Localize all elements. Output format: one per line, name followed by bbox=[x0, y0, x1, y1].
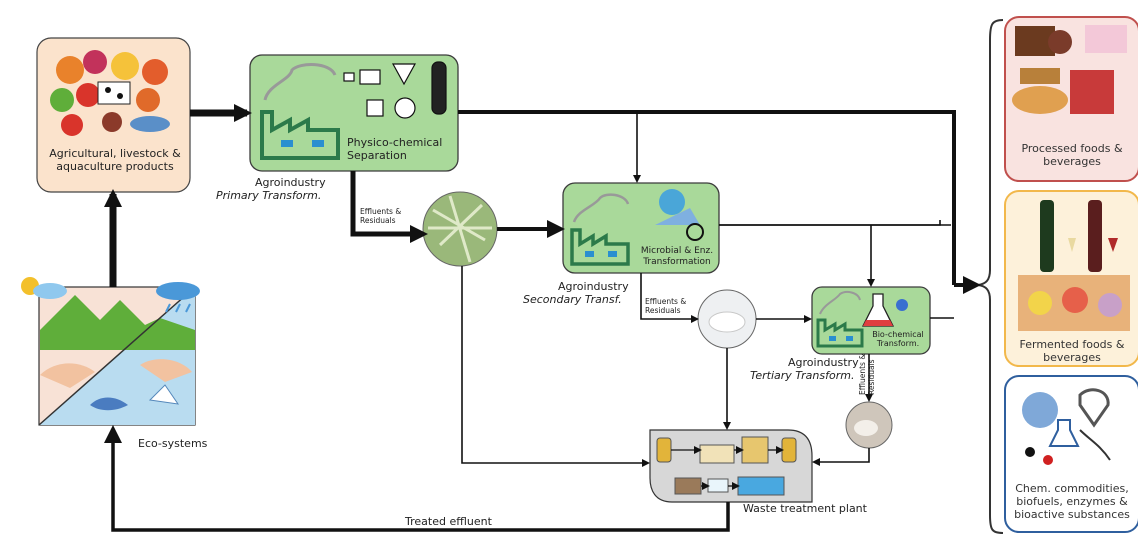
fermented-foods-label: Fermented foods & beverages bbox=[1019, 338, 1125, 364]
arrow-primary-residuals bbox=[350, 171, 428, 243]
flask-icon bbox=[861, 293, 908, 327]
treated-effluent-label: Treated effluent bbox=[405, 515, 492, 528]
agroindustry-secondary-sub: Secondary Transf. bbox=[523, 293, 622, 306]
effluents-label-3: Effluents & Residuals bbox=[858, 353, 876, 395]
agroindustry-primary-title: Agroindustry bbox=[255, 176, 326, 189]
biochemical-label: Bio-chemical Transform. bbox=[872, 330, 924, 348]
outputs-brace bbox=[977, 19, 1004, 534]
agroindustry-secondary-title: Agroindustry bbox=[558, 280, 629, 293]
rain-cloud-icon bbox=[156, 282, 200, 313]
sun-cloud-icon bbox=[21, 277, 67, 299]
arrow-secondary-residuals bbox=[640, 273, 699, 323]
waste-plant-panel bbox=[649, 429, 813, 503]
agroindustry-primary-sub: Primary Transform. bbox=[216, 189, 322, 202]
arrow-primary-to-output bbox=[458, 110, 956, 285]
separation-equipment-icon bbox=[343, 61, 447, 119]
factory-icon bbox=[260, 63, 340, 160]
arrow-treated-effluent bbox=[104, 425, 730, 532]
microbe-icon bbox=[655, 189, 704, 241]
ecosystems-tile bbox=[38, 286, 196, 426]
chem-commodities-label: Chem. commodities, biofuels, enzymes & b… bbox=[1014, 482, 1130, 521]
arrow-residuals3-to-plant bbox=[812, 448, 870, 466]
factory-icon-3 bbox=[816, 291, 864, 348]
effluents-label-2: Effluents & Residuals bbox=[645, 297, 687, 315]
factory-icon-2 bbox=[570, 193, 630, 266]
chemistry-icon bbox=[1022, 388, 1111, 465]
effluents-label-1: Effluents & Residuals bbox=[360, 207, 402, 225]
ecosystems-label: Eco-systems bbox=[138, 437, 208, 450]
agri-products-label: Agricultural, livestock & aquaculture pr… bbox=[49, 147, 181, 173]
arrow-residuals1-to-plant bbox=[461, 266, 650, 467]
microbial-label: Microbial & Enz. Transformation bbox=[640, 246, 714, 267]
food-collage-icon bbox=[50, 50, 170, 136]
agroindustry-tertiary-title: Agroindustry bbox=[788, 356, 859, 369]
agroindustry-tertiary-sub: Tertiary Transform. bbox=[750, 369, 855, 382]
fermented-foods-icon bbox=[1018, 200, 1130, 331]
waste-plant-label: Waste treatment plant bbox=[743, 502, 867, 515]
physico-separation-label: Physico-chemical Separation bbox=[347, 136, 443, 162]
processed-foods-label: Processed foods & beverages bbox=[1021, 142, 1123, 168]
processed-foods-icon bbox=[1012, 25, 1127, 114]
